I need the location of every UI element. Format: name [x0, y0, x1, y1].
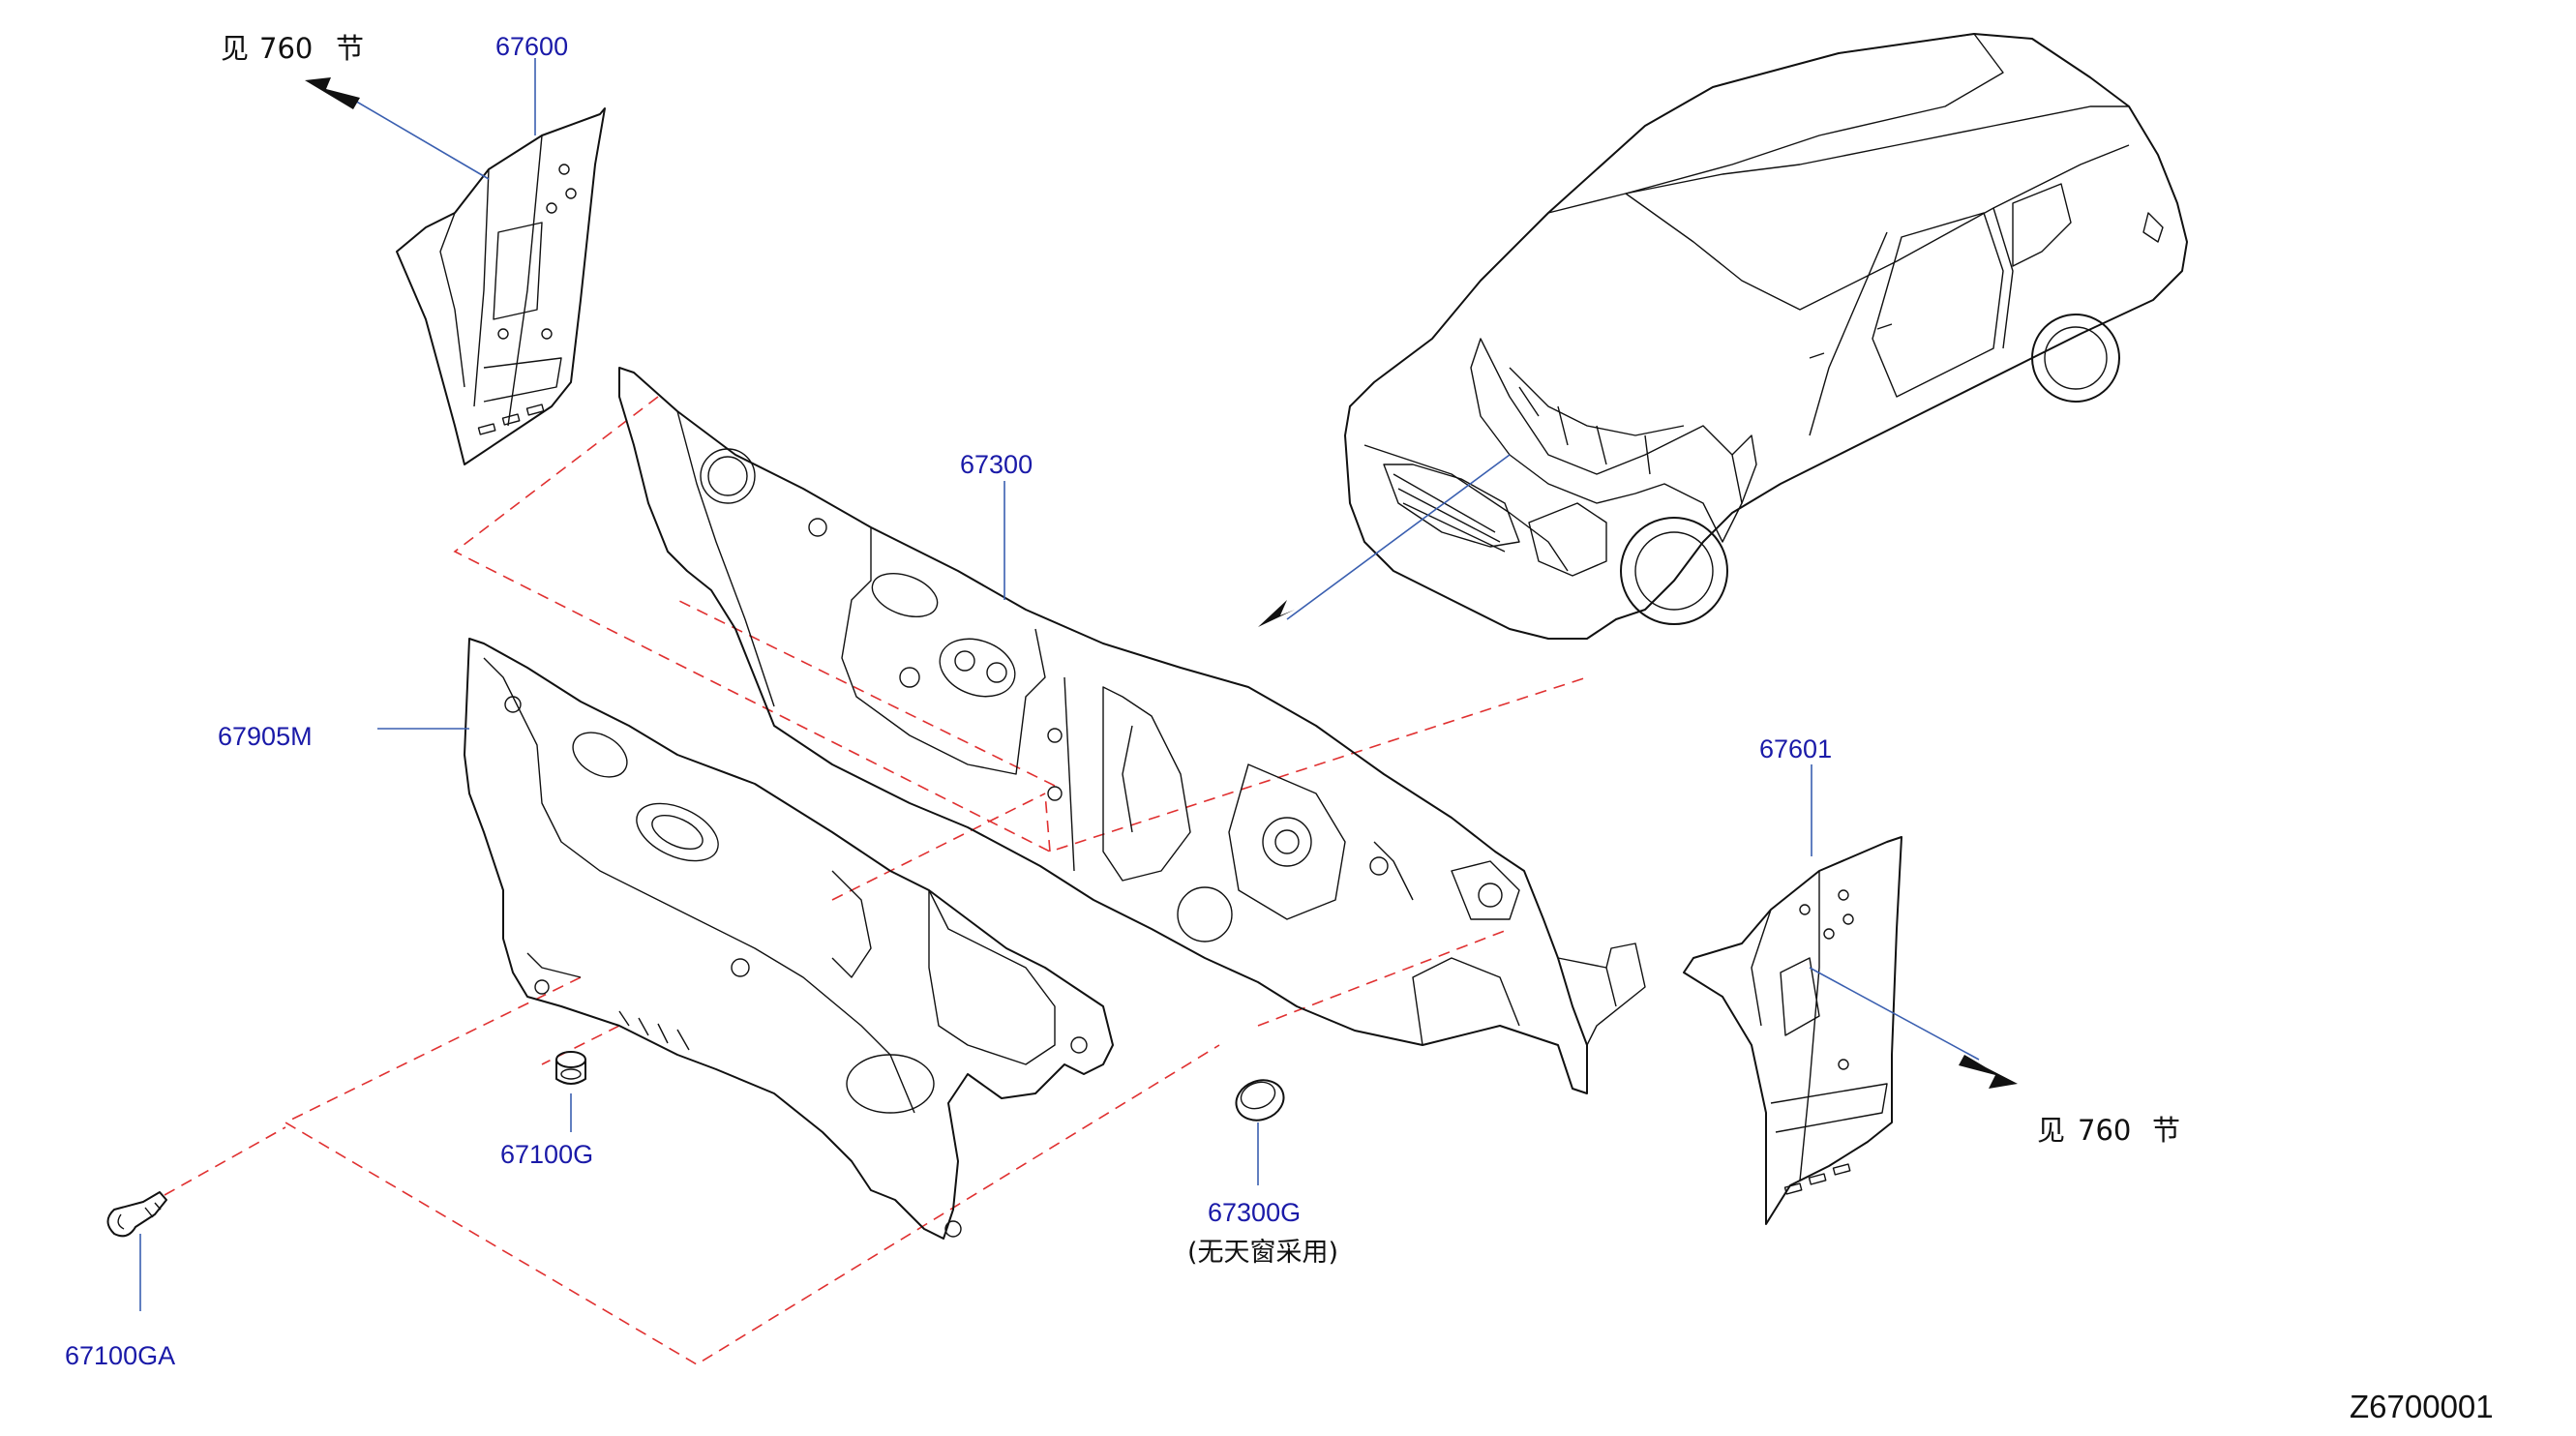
part-67100G-drawing: [555, 1051, 586, 1085]
label-67905M: 67905M: [218, 722, 313, 751]
ref-right-prefix: 见: [2037, 1114, 2065, 1147]
label-67300: 67300: [960, 450, 1033, 479]
part-67300-drawing: [618, 367, 1646, 1094]
part-67600-drawing: [396, 107, 606, 465]
label-67100G: 67100G: [500, 1140, 593, 1169]
ref-left-number: 760: [259, 32, 313, 65]
label-67100GA: 67100GA: [65, 1341, 175, 1370]
part-67905M-drawing: [464, 638, 1114, 1240]
assembly-lines: [164, 396, 1588, 1365]
part-67100GA-drawing: [106, 1191, 167, 1238]
label-67300G: 67300G: [1208, 1198, 1301, 1227]
vehicle-illustration: [1344, 33, 2188, 640]
diagram-id: Z6700001: [2350, 1389, 2494, 1424]
view-arrow: [1258, 600, 1295, 627]
label-67601: 67601: [1759, 734, 1832, 763]
label-67600: 67600: [495, 32, 568, 61]
ref-left-suffix: 节: [336, 32, 364, 65]
leader-lines: [139, 58, 1980, 1311]
part-67601-drawing: [1683, 836, 1902, 1225]
ref-section-left: 见 760 节: [221, 32, 364, 65]
ref-left-prefix: 见: [221, 32, 249, 65]
arrow-to-section-760-left: [305, 77, 360, 109]
label-67300G-note: (无天窗采用): [1187, 1238, 1338, 1268]
ref-section-right: 见 760 节: [2037, 1114, 2180, 1147]
arrow-to-section-760-right: [1959, 1055, 2018, 1089]
part-67300G-drawing: [1235, 1079, 1285, 1122]
ref-right-number: 760: [2078, 1114, 2131, 1147]
ref-right-suffix: 节: [2152, 1114, 2180, 1147]
